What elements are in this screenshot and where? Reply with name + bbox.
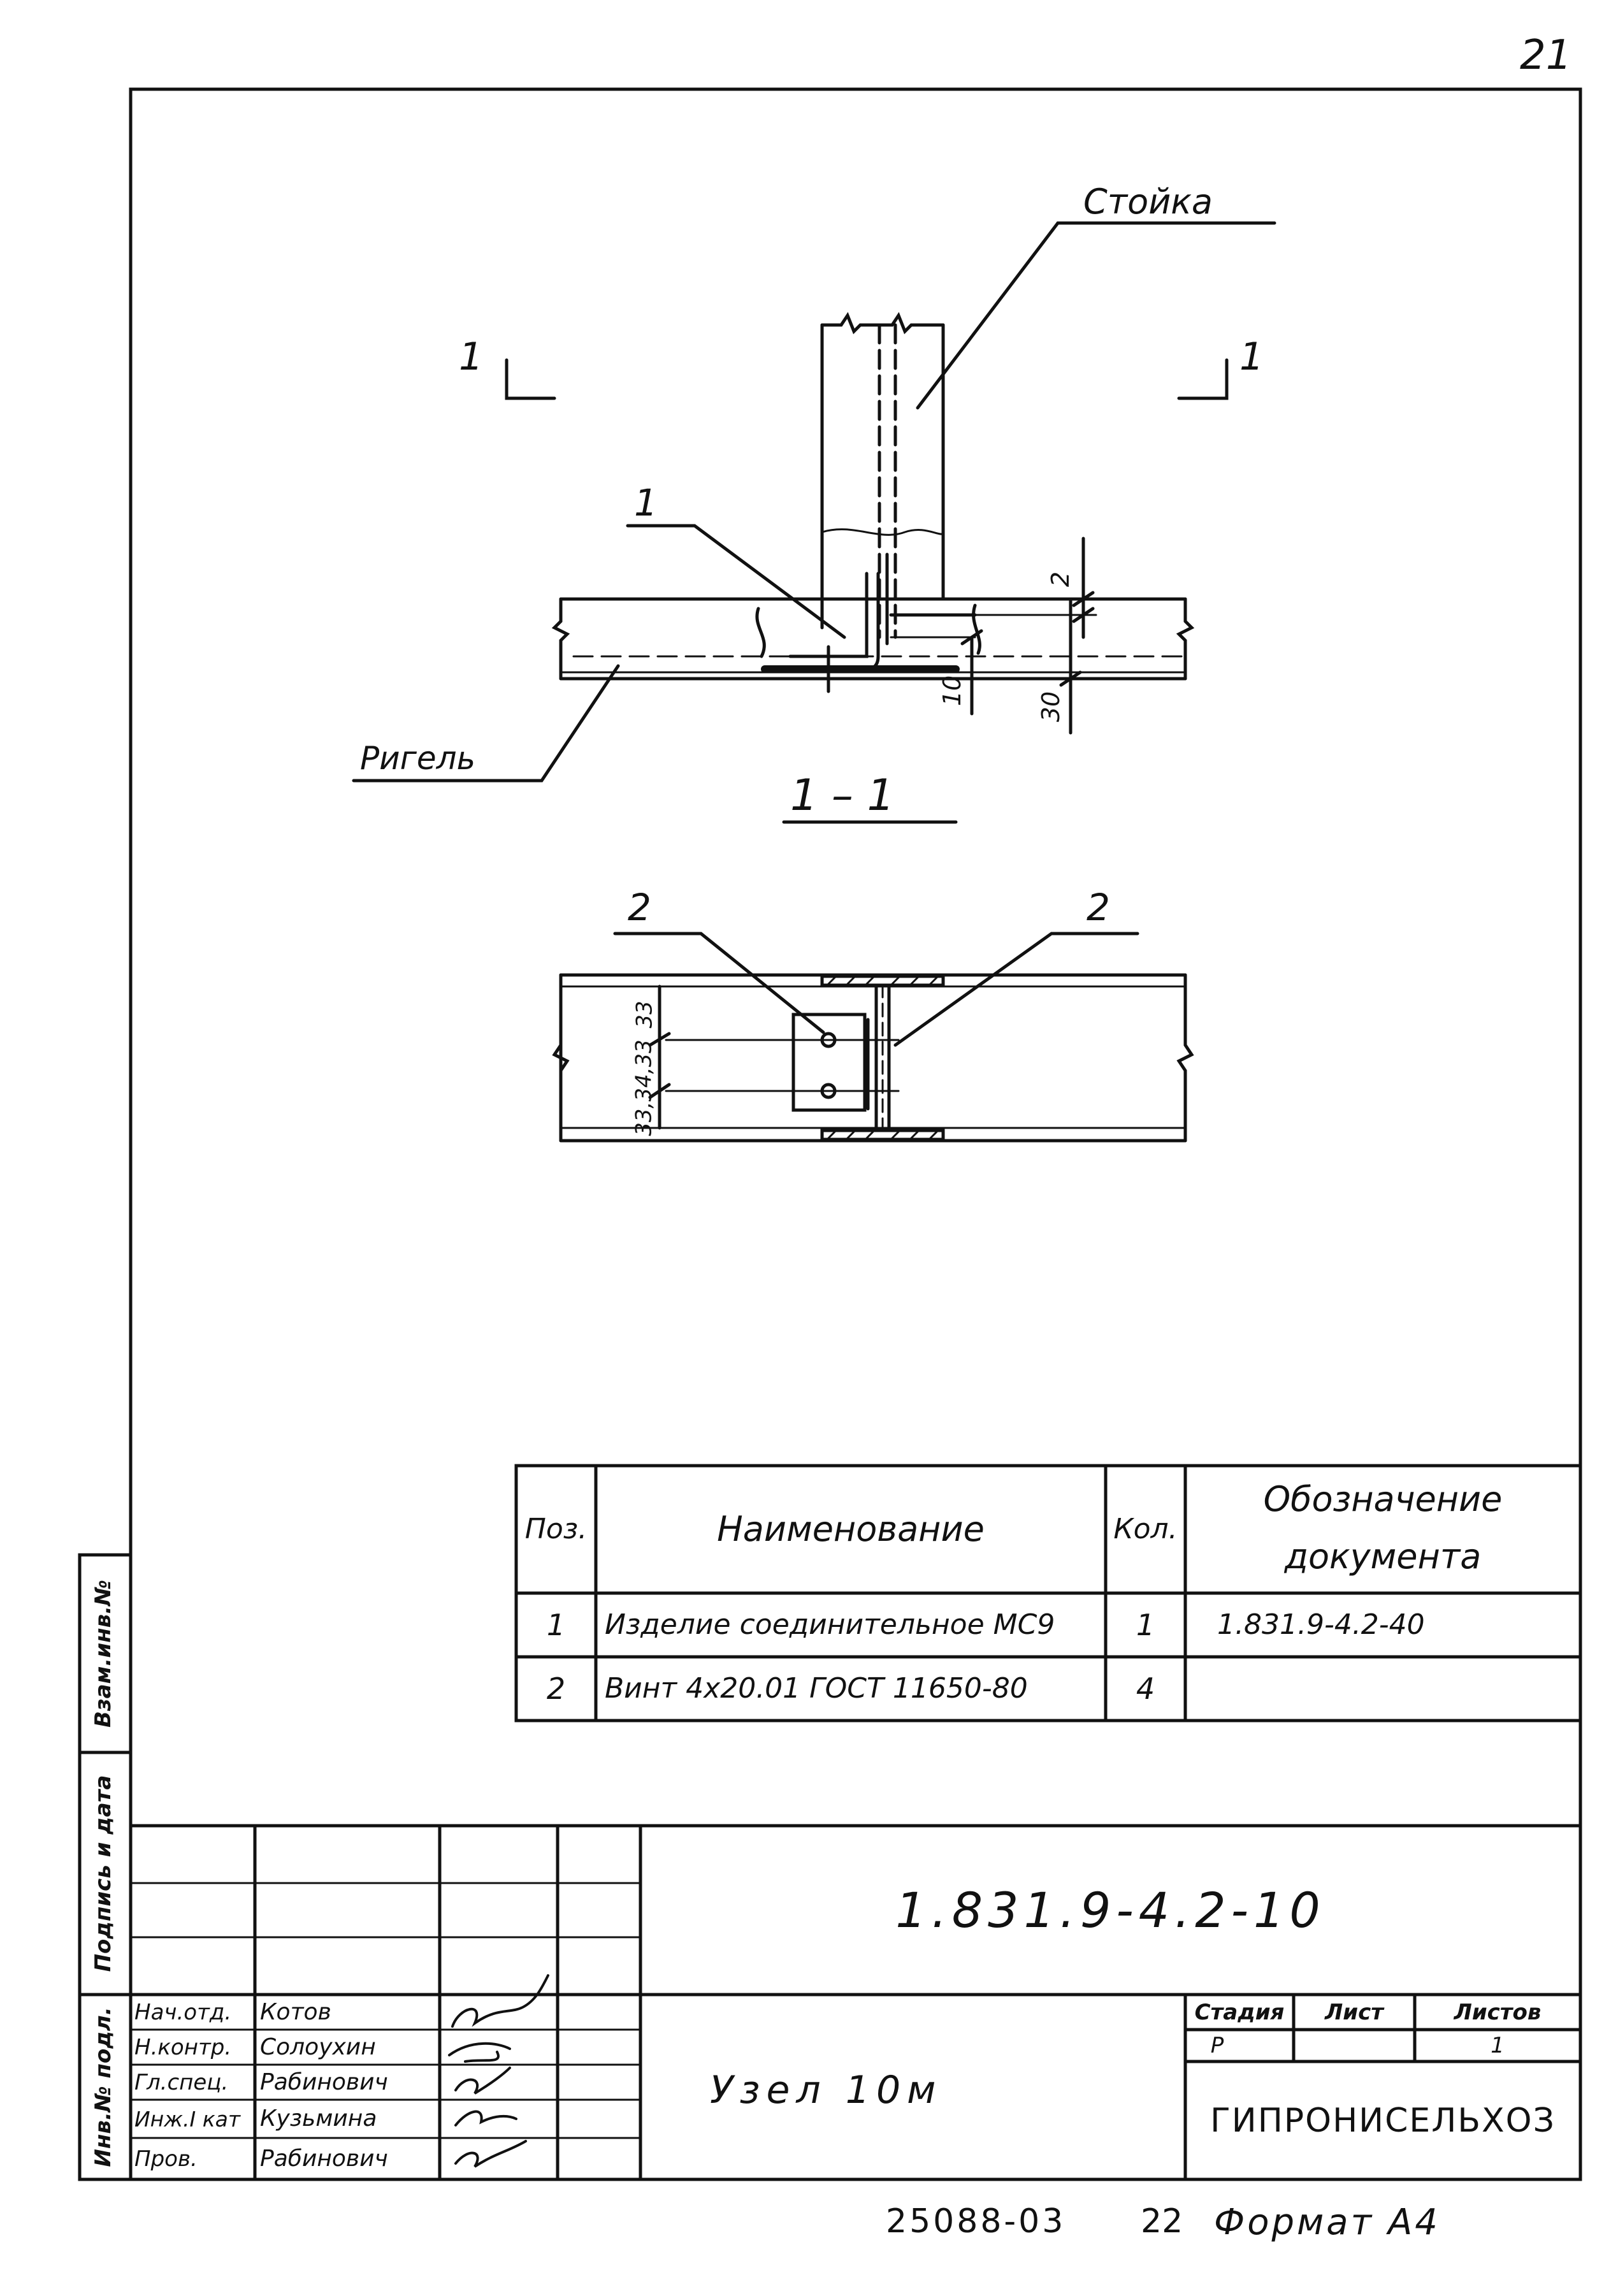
beam-break-left [551, 597, 570, 681]
footer-format: Формат А4 [1214, 2202, 1440, 2243]
callout-item-2-right: 2 [1087, 886, 1110, 929]
page-number: 21 [1520, 32, 1572, 79]
doc-title: Узел 10м [710, 2068, 943, 2112]
footer-num: 22 [1141, 2202, 1183, 2241]
side-sign-date: Подпись и дата [90, 1775, 116, 1972]
spec-row-2-qty: 4 [1136, 1671, 1155, 1706]
section-title: 1 – 1 [790, 770, 895, 821]
column-fill-line [821, 528, 944, 536]
leader-rigel [352, 664, 620, 783]
leader-item-1 [626, 524, 846, 639]
name-2: Солоухин [260, 2033, 376, 2060]
sheets-value: 1 [1491, 2033, 1505, 2058]
dim-2-label: 2 [1046, 571, 1075, 588]
sheets-header: Листов [1454, 1999, 1542, 2025]
footer-code: 25088-03 [886, 2202, 1066, 2241]
callout-item-2-left: 2 [628, 886, 651, 929]
leader-item-2-left [613, 932, 825, 1034]
spec-row-1-qty: 1 [1136, 1608, 1155, 1642]
sec-dim-tick-1 [648, 1032, 671, 1047]
signature-rabinovich-2 [454, 2140, 527, 2168]
connection-angle [788, 572, 880, 671]
role-5: Пров. [134, 2146, 198, 2172]
role-1: Нач.отд. [134, 1999, 232, 2025]
signatures [448, 1974, 549, 2168]
sec-connection-plate [791, 1013, 867, 1112]
beam-break-mid-left [755, 607, 766, 658]
spec-row-1-pos: 1 [546, 1608, 566, 1642]
spec-header-qty: Кол. [1113, 1513, 1178, 1545]
dim-tick-10 [960, 629, 983, 646]
organization: ГИПРОНИСЕЛЬХОЗ [1210, 2101, 1556, 2140]
column-break-top [820, 312, 945, 335]
sec-break-left [552, 1043, 570, 1072]
sec-break-right [1176, 973, 1194, 1143]
dim-33-34-label: 33,34,33 [631, 1039, 657, 1136]
section-mark-right [1177, 358, 1229, 400]
label-stoyka: Стойка [1083, 182, 1213, 222]
name-5: Рабинович [260, 2145, 388, 2172]
signature-kuzmina [454, 2110, 517, 2126]
role-2: Н.контр. [134, 2034, 232, 2060]
callout-item-1: 1 [634, 481, 658, 524]
side-inv-repl: Взам.инв.№ [90, 1580, 116, 1728]
spec-header-doc-1: Обозначение [1263, 1478, 1503, 1519]
beam-break-mid-right [972, 603, 981, 655]
spec-row-2-pos: 2 [546, 1671, 566, 1706]
leader-stoyka [916, 221, 1276, 410]
name-3: Рабинович [260, 2069, 388, 2095]
name-4: Кузьмина [260, 2105, 377, 2132]
beam-break-right [1176, 597, 1195, 681]
section-mark-left [505, 358, 556, 400]
sec-flange-bottom-hatch [827, 1130, 938, 1139]
spec-header-name: Наименование [717, 1509, 985, 1549]
sheet-header: Лист [1325, 1999, 1383, 2025]
section-mark-right-label: 1 [1239, 335, 1264, 379]
side-inv-orig: Инв.№ подл. [90, 2007, 116, 2167]
dim-30-label: 30 [1037, 691, 1065, 723]
spec-row-2-doc [1185, 1657, 1580, 1721]
sec-flange-top [820, 974, 945, 987]
role-4: Инж.I кат [134, 2106, 241, 2132]
signature-soloukhin [448, 2042, 511, 2063]
leader-item-2-right [893, 932, 1139, 1047]
spec-row-1-doc: 1.831.9-4.2-40 [1217, 1608, 1425, 1641]
dim-tick-30 [1059, 670, 1082, 687]
sec-flange-top-hatch [827, 976, 938, 985]
sheet-value [1294, 2030, 1415, 2061]
label-rigel: Ригель [360, 740, 476, 777]
sec-flange-bottom [820, 1129, 945, 1141]
sec-dim-tick-2 [648, 1083, 671, 1099]
spec-header-pos: Поз. [524, 1513, 588, 1545]
stage-header: Стадия [1194, 1999, 1285, 2025]
doc-designation: 1.831.9-4.2-10 [895, 1881, 1325, 1939]
spec-row-1-name: Изделие соединительное МС9 [605, 1608, 1055, 1641]
section-mark-left-label: 1 [459, 335, 484, 379]
spec-row-2-name: Винт 4х20.01 ГОСТ 11650-80 [605, 1672, 1028, 1705]
stage-value: Р [1210, 2033, 1224, 2058]
name-1: Котов [260, 1998, 331, 2025]
signature-rabinovich-1 [454, 2067, 511, 2095]
spec-header-doc-2: документа [1284, 1536, 1482, 1577]
role-3: Гл.спец. [134, 2069, 229, 2095]
dim-10-label: 10 [938, 675, 967, 707]
side-stamp-frame [78, 1553, 133, 2181]
dim-33-top-label: 33 [632, 1000, 658, 1029]
signature-kotov [451, 1974, 549, 2028]
dim-tick-2a [1072, 591, 1095, 607]
